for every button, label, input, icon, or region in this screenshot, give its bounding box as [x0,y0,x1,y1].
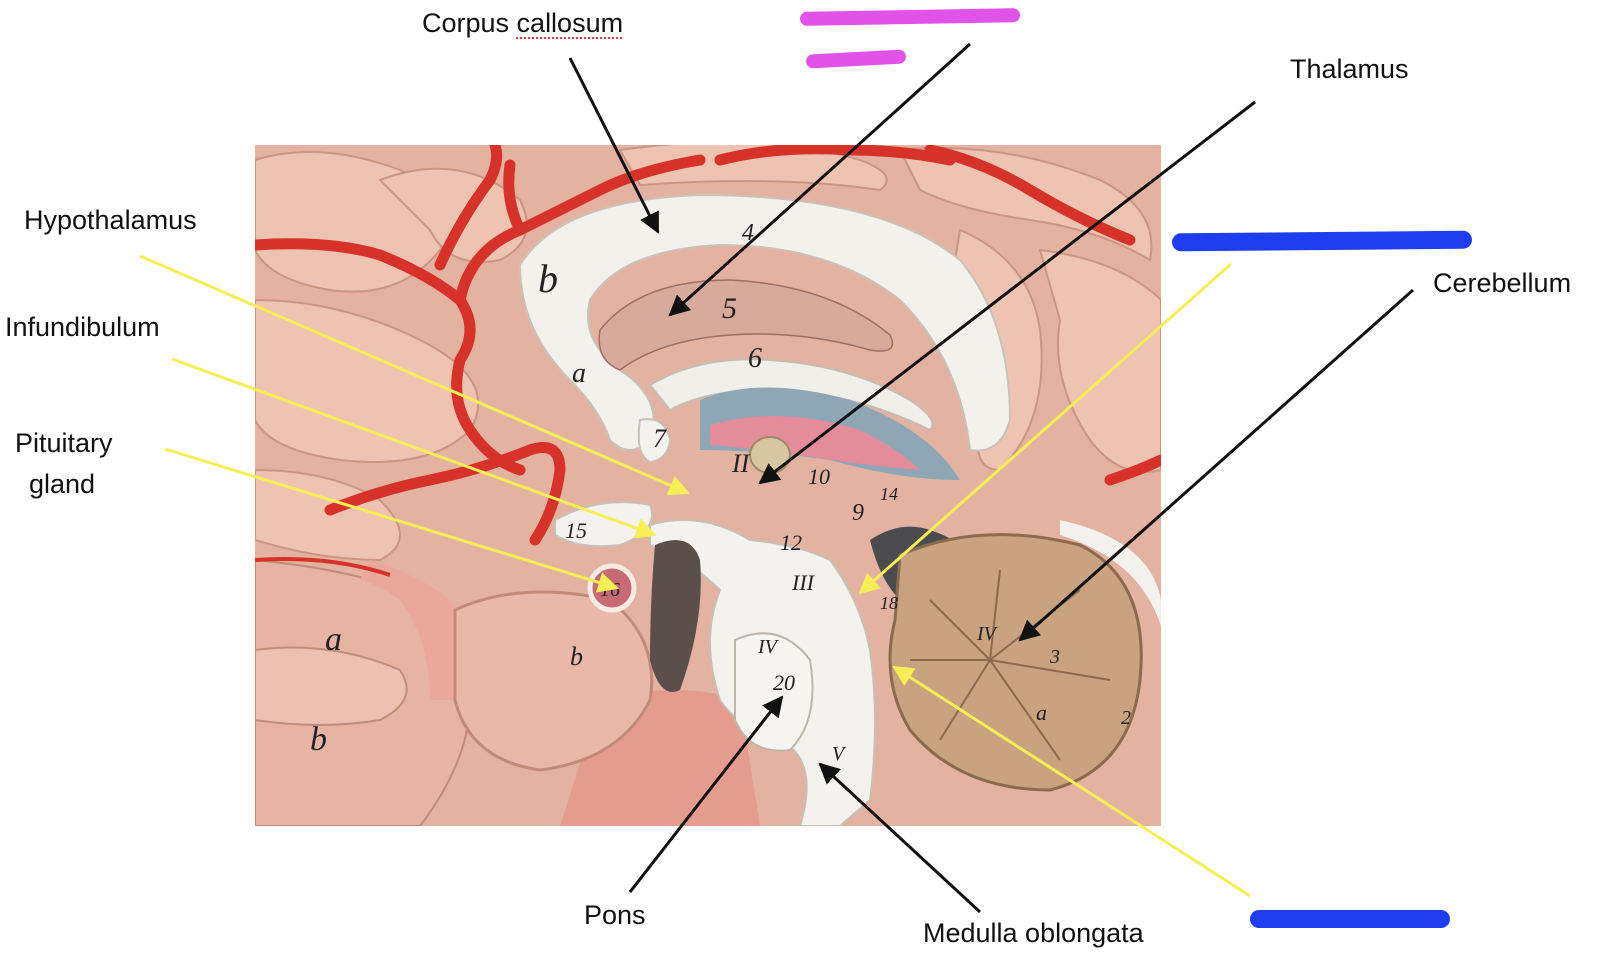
leader-pons [628,695,784,893]
marking-4: 4 [742,220,754,246]
label-infundibulum: Infundibulum [5,312,160,342]
leader-ventricle [668,42,972,317]
yellow-leader-lines [139,254,1251,898]
label-corpus-callosum-part2: callosum [516,8,624,38]
leader-corpus-callosum [568,57,660,234]
leader-medulla [818,762,982,914]
marking-7: 7 [653,424,667,453]
label-hypothalamus: Hypothalamus [24,205,197,235]
leader-hypothalamus [139,254,690,496]
marking-10: 10 [808,464,830,489]
leader-aqueduct [858,262,1232,595]
redaction-blue-fourth-ventricle [1250,910,1450,928]
label-pituitary-line2: gland [29,469,96,499]
marking-IV-cerebellum: IV [976,623,999,645]
label-thalamus: Thalamus [1290,54,1409,84]
marking-b-3: b [570,642,583,671]
label-corpus-callosum: Corpus callosum [422,4,623,43]
marking-a-2: a [325,621,342,658]
label-pituitary-line1: Pituitary [15,428,113,458]
marking-9: 9 [852,500,864,526]
label-cerebellum: Cerebellum [1433,268,1572,298]
redaction-blue-aqueduct [1171,230,1473,252]
marking-a-3: a [1036,700,1047,725]
model-markings: 4 5 6 7 9 10 12 14 15 16 18 20 2 3 II II… [310,220,1131,765]
marking-12: 12 [780,530,802,555]
marking-15: 15 [565,518,587,543]
marking-2: 2 [1121,707,1131,729]
marking-5: 5 [722,292,737,325]
leader-infundibulum [171,357,657,539]
marking-18: 18 [880,593,898,613]
marking-6: 6 [748,343,762,374]
marking-V: V [832,743,847,765]
marking-a-1: a [572,358,586,389]
brain-model-photo [255,145,1161,826]
label-medulla-oblongata: Medulla oblongata [923,918,1144,948]
marking-20: 20 [773,670,795,695]
leader-cerebellum [1018,288,1414,642]
marking-b-1: b [538,256,558,301]
label-corpus-callosum-part1: Corpus [422,8,517,38]
label-pons: Pons [584,900,646,930]
marking-3: 3 [1049,646,1060,668]
marking-II: II [731,449,751,478]
black-leader-lines [568,42,1414,914]
marking-IV: IV [757,636,780,658]
leader-thalamus [758,100,1256,485]
marking-III: III [791,570,816,595]
marking-b-2: b [310,721,327,758]
leader-pituitary [164,447,620,593]
leader-fourth-ventricle [892,665,1251,898]
marking-14: 14 [880,484,898,504]
